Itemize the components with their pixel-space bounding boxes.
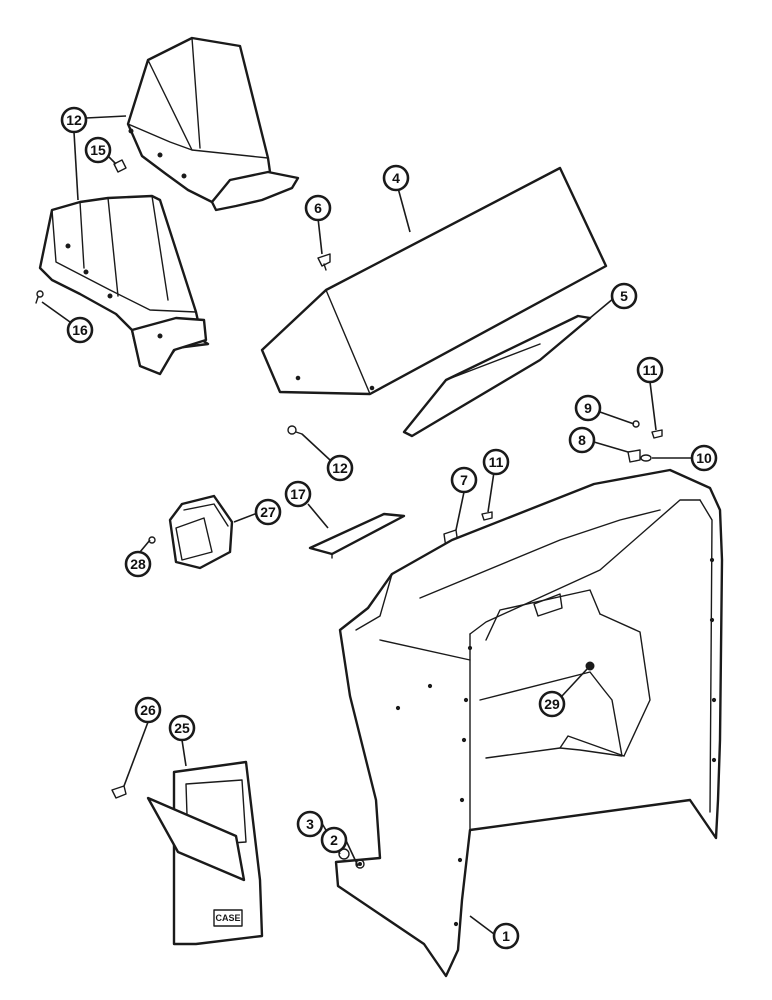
part-16-clip [113,159,127,173]
callout-16-label: 15 [90,142,106,158]
callout-12: 12 [326,454,354,482]
callout-1: 1 [492,922,520,950]
callout-2-label: 2 [330,832,338,848]
part-10-clip [640,454,652,462]
callout-26-label: 26 [140,702,156,718]
callout-28: 28 [124,550,152,578]
callout-10: 10 [690,444,718,472]
callout-8: 8 [568,426,596,454]
part-2-nut [355,859,365,869]
callout-9: 9 [574,394,602,422]
callout-28-label: 28 [130,556,146,572]
callout-27-label: 27 [260,504,276,520]
callout-7: 7 [450,466,478,494]
callout-8-label: 8 [578,432,586,448]
case-logo-text: CASE [215,913,240,923]
callout-11-lower: 11 [482,448,510,476]
part-27-vent-unit [168,494,234,570]
callout-4-label: 4 [392,170,400,186]
part-17-screw [35,290,44,304]
part-25-manual-holder: CASE [146,760,264,946]
part-18-panel [308,512,406,559]
part-1-main-console [334,468,724,978]
callout-6: 6 [304,194,332,222]
callout-9-label: 9 [584,400,592,416]
callout-11-upper-label: 11 [643,362,658,378]
part-26-screw [111,785,127,799]
part-15-lower-housing [38,194,210,376]
callout-5: 5 [610,282,638,310]
callout-11-upper: 11 [636,356,664,384]
part-11-clip-a [481,511,493,521]
callout-16: 15 [84,136,112,164]
part-11-clip-b [651,429,663,439]
part-8-nut [627,449,641,463]
callout-25-label: 25 [174,720,190,736]
part-6-fastener [317,253,331,271]
callout-3-label: 3 [306,816,314,832]
callout-15: 12 [60,106,88,134]
callout-7-label: 7 [460,472,468,488]
callout-3: 3 [296,810,324,838]
callout-26: 26 [134,696,162,724]
callout-17: 16 [66,316,94,344]
callout-12-label: 12 [332,460,348,476]
callout-4: 4 [382,164,410,192]
callout-5-label: 5 [620,288,628,304]
part-4-top-cover [260,166,608,396]
callout-29: 29 [538,690,566,718]
callout-17-label: 16 [72,322,88,338]
callout-2: 2 [320,826,348,854]
callout-25: 25 [168,714,196,742]
callout-18: 17 [284,480,312,508]
callout-27: 27 [254,498,282,526]
callout-6-label: 6 [314,200,322,216]
part-12-screw [287,425,303,435]
callout-1-label: 1 [502,928,510,944]
callout-18-label: 17 [290,486,306,502]
callout-10-label: 10 [696,450,712,466]
callout-11-lower-label: 11 [489,454,504,470]
callout-15-label: 12 [66,112,82,128]
part-15-upper-housing [126,36,300,212]
callout-29-label: 29 [544,696,560,712]
part-3-screw [338,848,350,860]
